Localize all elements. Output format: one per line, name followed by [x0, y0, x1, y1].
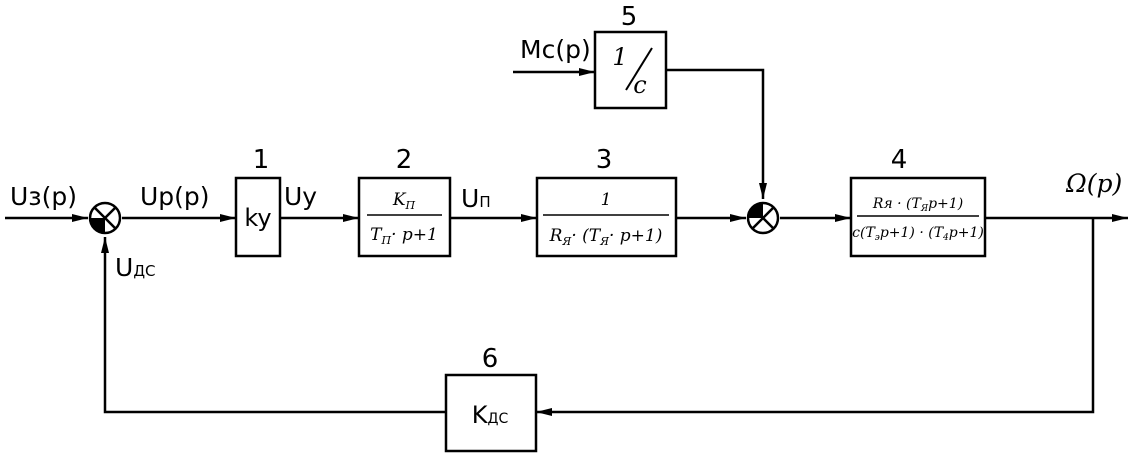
block-4: Rя · (TЯp+1) c(Tэp+1) · (T4p+1) [849, 176, 987, 258]
block-2-denominator: TП· p+1 [370, 225, 438, 247]
block-5-slash [625, 47, 653, 91]
block-1-content: ky [244, 204, 271, 232]
signal-input-label: Uз(p) [10, 182, 77, 211]
signal-disturbance-label: Mc(p) [520, 35, 591, 64]
block-4-numerator: Rя · (TЯp+1) [872, 196, 963, 214]
block-1-number: 1 [253, 145, 270, 175]
block-6: KДС [444, 373, 538, 453]
block-2-numerator: KП [392, 190, 416, 212]
block-5-numerator: 1 [612, 43, 627, 71]
block-5-number: 5 [621, 2, 638, 32]
block-4-denominator: c(Tэp+1) · (T4p+1) [852, 225, 984, 243]
block-5: 1 c [593, 30, 668, 110]
summing-junction-1 [88, 201, 122, 235]
block-6-number: 6 [482, 344, 499, 374]
block-6-content: KДС [472, 401, 509, 429]
feedback-wire-to-b6 [536, 218, 1095, 416]
block-3: 1 RЯ· (TЯ· p+1) [535, 176, 678, 258]
signal-output-label: Ω(p) [1065, 169, 1122, 198]
signal-control-label: Uy [284, 182, 317, 211]
block-3-denominator: RЯ· (TЯ· p+1) [549, 226, 663, 248]
block-1: ky [234, 176, 282, 258]
wire-b5-to-sum2 [666, 68, 767, 199]
block-2: KП TП· p+1 [357, 176, 452, 258]
signal-regulator-label: Up(p) [140, 182, 210, 211]
signal-feedback-label: UДС [115, 253, 156, 282]
block-3-numerator: 1 [601, 190, 612, 210]
summing-junction-2 [746, 201, 780, 235]
block-2-number: 2 [396, 145, 413, 175]
block-5-denominator: c [633, 71, 646, 99]
block-3-number: 3 [596, 145, 613, 175]
feedback-wire-to-sum1 [101, 237, 446, 414]
signal-converter-label: UП [461, 184, 491, 213]
block-4-number: 4 [891, 145, 908, 175]
